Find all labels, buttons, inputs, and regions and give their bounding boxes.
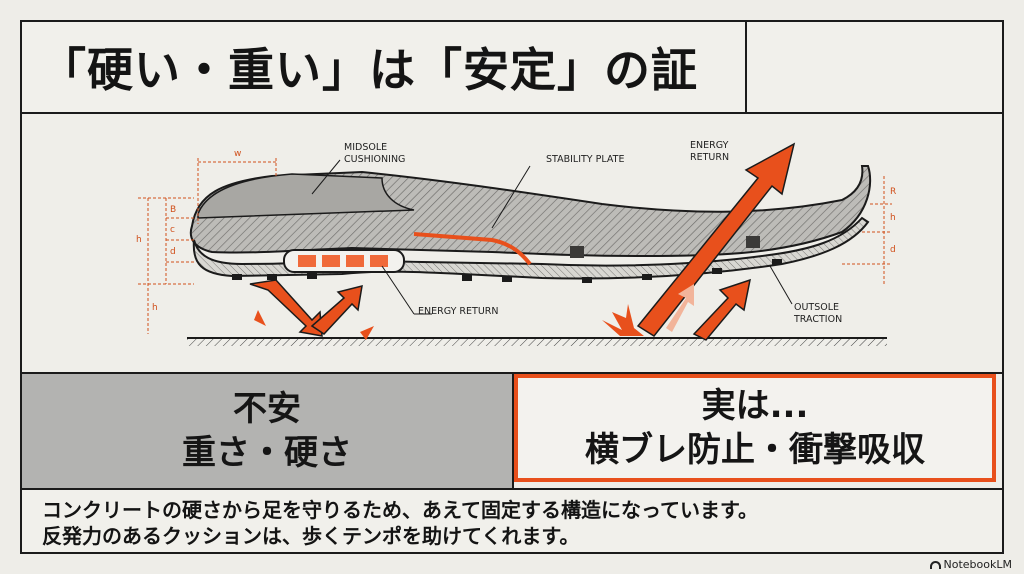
- panel-worry-heading: 不安: [233, 389, 301, 429]
- page-title: 「硬い・重い」は「安定」の証: [40, 43, 698, 97]
- ground-hatch: [187, 338, 887, 346]
- dim-h-left: h: [136, 235, 142, 245]
- label-stability-plate: STABILITY PLATE: [546, 154, 624, 165]
- label-energy-return-top-1: ENERGY: [690, 140, 729, 151]
- brand-watermark: NotebookLM: [929, 558, 1012, 571]
- stability-plate: [413, 232, 532, 266]
- pod-segment: [346, 255, 364, 267]
- arrow-energy-return-big: [636, 142, 796, 337]
- shoe-diagram: w B h c d h R h d MIDSOLE CUSHIONING STA…: [20, 114, 1004, 386]
- panel-actually-heading: 実は...: [701, 386, 809, 426]
- shoe-cross-section: w B h c d h R h d MIDSOLE CUSHIONING STA…: [136, 140, 896, 346]
- brand-label: NotebookLM: [943, 558, 1012, 571]
- tread-lugs: [232, 259, 782, 283]
- arrow-up-right: [692, 278, 751, 341]
- leader-lines: [311, 159, 793, 315]
- dim-w: w: [234, 149, 241, 159]
- dim-d-right: d: [890, 245, 896, 255]
- label-energy-return-bottom: ENERGY RETURN: [418, 306, 499, 317]
- upper-layer: [197, 173, 415, 219]
- corner-box: [747, 20, 1004, 114]
- impact-arrows: [249, 142, 796, 341]
- dim-c: c: [170, 225, 175, 235]
- pod-segment: [322, 255, 340, 267]
- panel-actually: 実は... 横ブレ防止・衝撃吸収: [514, 372, 1004, 490]
- dim-r: R: [890, 187, 896, 197]
- dim-h-right: h: [890, 213, 896, 223]
- title-box: 「硬い・重い」は「安定」の証: [20, 20, 747, 114]
- notebooklm-icon: [929, 560, 941, 569]
- panel-actually-text: 横ブレ防止・衝撃吸収: [585, 430, 925, 470]
- caption-line-1: コンクリートの硬さから足を守りるため、あえて固定する構造になっています。: [42, 498, 758, 522]
- caption-box: コンクリートの硬さから足を守りるため、あえて固定する構造になっています。 反発力…: [20, 490, 1004, 554]
- dim-d-left: d: [170, 247, 176, 257]
- impact-bursts: [254, 304, 644, 340]
- plate-block: [746, 236, 760, 248]
- label-outsole-1: OUTSOLE: [794, 302, 839, 313]
- panel-worry: 不安 重さ・硬さ: [20, 372, 514, 490]
- dim-b: B: [170, 205, 176, 215]
- caption-line-2: 反発力のあるクッションは、歩くテンポを助けてくれます。: [42, 524, 580, 548]
- arrow-down-left: [249, 279, 323, 337]
- label-outsole-2: TRACTION: [793, 314, 842, 325]
- plate-block: [570, 246, 584, 258]
- dim-h-bottom: h: [152, 303, 158, 313]
- panel-actually-highlight: 実は... 横ブレ防止・衝撃吸収: [514, 374, 996, 482]
- label-midsole-2: CUSHIONING: [344, 154, 405, 165]
- pod-segment: [298, 255, 316, 267]
- arrow-faded: [666, 284, 694, 332]
- panel-worry-text: 重さ・硬さ: [182, 433, 352, 473]
- arrow-up-left: [310, 284, 363, 335]
- dimension-lines: [138, 158, 892, 334]
- pod-segment: [370, 255, 388, 267]
- label-midsole-1: MIDSOLE: [344, 142, 387, 153]
- slide-frame: 「硬い・重い」は「安定」の証: [20, 20, 1004, 554]
- label-energy-return-top-2: RETURN: [690, 152, 729, 163]
